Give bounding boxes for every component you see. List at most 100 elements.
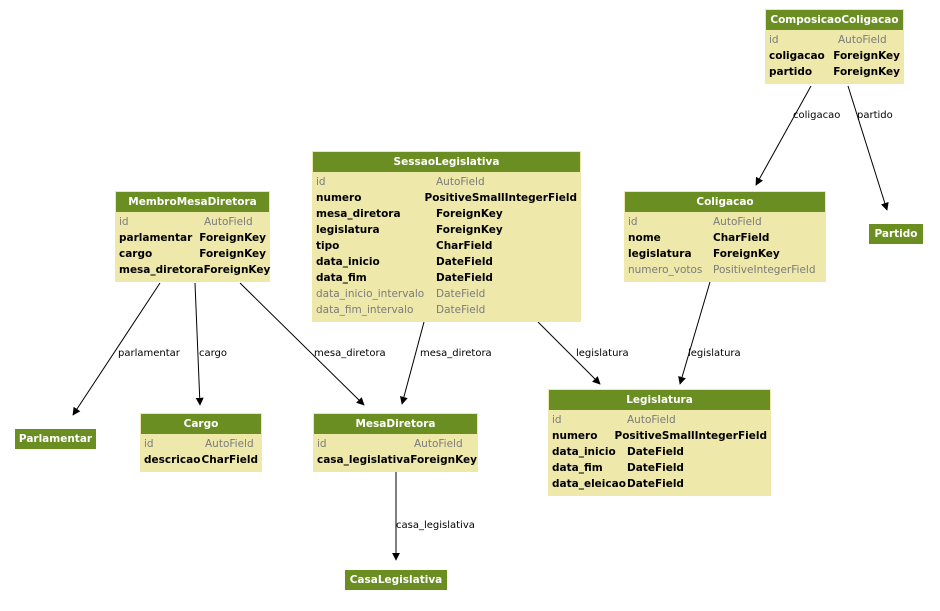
model-title: MembroMesaDiretora: [116, 192, 269, 212]
edge-mmd-parlamentar: [72, 282, 161, 416]
field-type: ForeignKey: [410, 454, 477, 466]
field-type: ForeignKey: [436, 208, 503, 220]
edge-label-mesa-diretora: mesa_diretora: [420, 348, 492, 359]
field-type: CharField: [713, 232, 770, 244]
field-row: data_fim_intervalo DateField: [316, 302, 577, 318]
field-type: DateField: [436, 288, 486, 300]
field-row: id AutoField: [552, 412, 767, 428]
field-type: AutoField: [713, 216, 762, 228]
model-title: ComposicaoColigacao: [766, 10, 903, 30]
field-type: DateField: [627, 478, 684, 490]
field-name: nome: [628, 232, 661, 244]
edge-label-coligacao: coligacao: [793, 110, 841, 121]
field-type: DateField: [436, 304, 486, 316]
model-parlamentar[interactable]: Parlamentar: [15, 429, 96, 449]
field-name: id: [119, 216, 129, 228]
model-title: MesaDiretora: [314, 414, 477, 434]
model-casa-legislativa[interactable]: CasaLegislativa: [345, 570, 447, 590]
field-row: cargo ForeignKey: [119, 246, 266, 262]
field-type: ForeignKey: [833, 50, 900, 62]
model-title: Coligacao: [625, 192, 825, 212]
field-name: id: [144, 438, 154, 450]
field-type: PositiveIntegerField: [713, 264, 816, 276]
field-row: coligacao ForeignKey: [769, 48, 900, 64]
field-name: id: [316, 176, 326, 188]
field-name: partido: [769, 66, 813, 78]
field-type: ForeignKey: [199, 248, 266, 260]
edge-label-casa-legislativa: casa_legislativa: [396, 520, 475, 531]
edge-label-mesa-diretora: mesa_diretora: [314, 348, 386, 359]
field-row: mesa_diretora ForeignKey: [316, 206, 577, 222]
field-row: nome CharField: [628, 230, 822, 246]
edge-cc-partido: [847, 85, 889, 211]
field-name: numero_votos: [628, 264, 703, 276]
field-name: tipo: [316, 240, 340, 252]
field-type: AutoField: [414, 438, 463, 450]
model-partido[interactable]: Partido: [869, 224, 923, 244]
field-row: data_inicio DateField: [552, 444, 767, 460]
model-coligacao[interactable]: Coligacao id AutoField nome CharField legi…: [624, 191, 826, 282]
edge-cc-coligacao: [755, 85, 812, 186]
field-name: data_fim: [552, 462, 603, 474]
field-name: casa_legislativa: [317, 454, 411, 466]
field-name: data_inicio: [552, 446, 616, 458]
field-type: DateField: [627, 462, 684, 474]
field-name: descricao: [144, 454, 201, 466]
field-name: id: [769, 34, 779, 46]
field-name: data_fim_intervalo: [316, 304, 414, 316]
model-title: Legislatura: [549, 390, 770, 410]
edge-col-legislatura: [678, 281, 711, 385]
edge-label-legislatura: legislatura: [688, 348, 741, 359]
field-name: id: [628, 216, 638, 228]
field-type: DateField: [436, 256, 493, 268]
field-row: data_fim DateField: [552, 460, 767, 476]
field-type: CharField: [201, 454, 258, 466]
field-name: legislatura: [316, 224, 380, 236]
edge-label-partido: partido: [857, 110, 893, 121]
field-row: id AutoField: [628, 214, 822, 230]
field-type: DateField: [436, 272, 493, 284]
field-name: id: [552, 414, 562, 426]
field-type: DateField: [627, 446, 684, 458]
field-name: legislatura: [628, 248, 692, 260]
field-name: coligacao: [769, 50, 825, 62]
field-row: parlamentar ForeignKey: [119, 230, 266, 246]
model-title: SessaoLegislativa: [313, 152, 580, 172]
edge-sl-mesa: [400, 321, 425, 405]
field-type: AutoField: [627, 414, 676, 426]
model-title: Cargo: [141, 414, 261, 434]
field-name: cargo: [119, 248, 153, 260]
field-row: numero_votos PositiveIntegerField: [628, 262, 822, 278]
field-name: parlamentar: [119, 232, 193, 244]
field-type: CharField: [436, 240, 493, 252]
field-type: ForeignKey: [199, 232, 266, 244]
field-row: tipo CharField: [316, 238, 577, 254]
field-name: mesa_diretora: [316, 208, 401, 220]
